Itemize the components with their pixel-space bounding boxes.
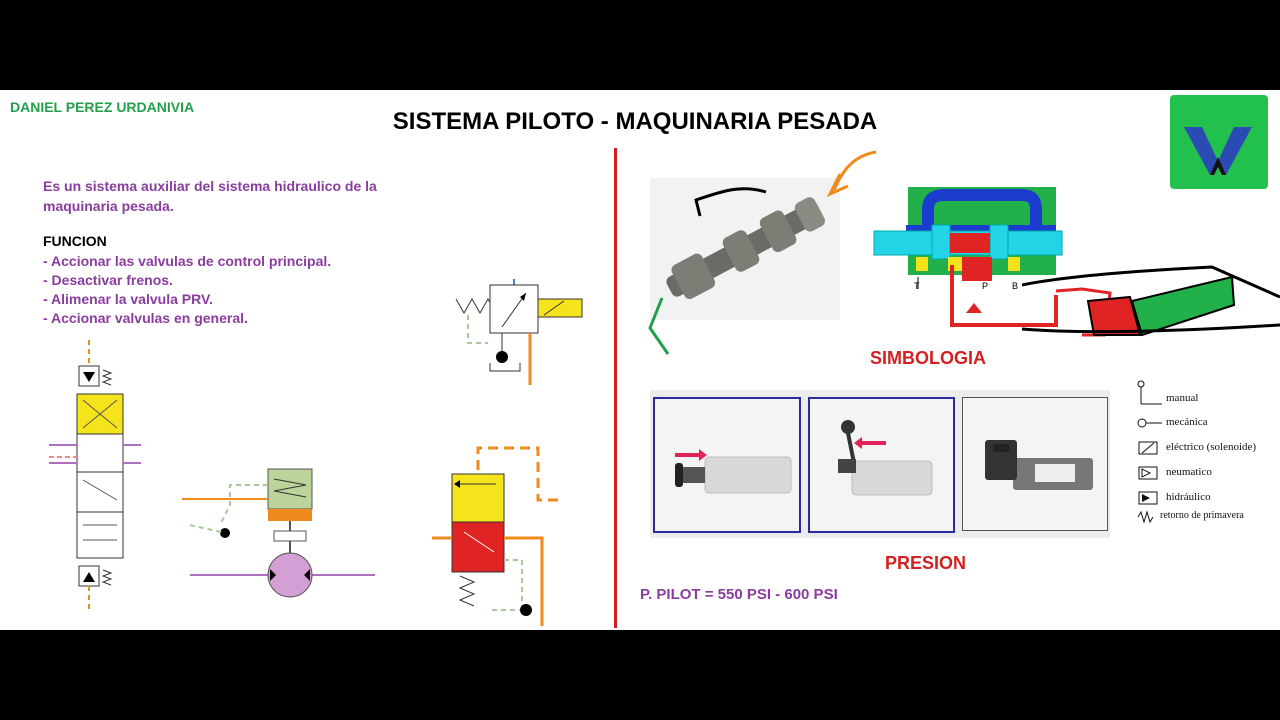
author-name: DANIEL PEREZ URDANIVIA — [10, 99, 195, 115]
solenoid-actuation-photo — [962, 397, 1108, 531]
legend-label: hidráulico — [1166, 491, 1211, 503]
brake-motor-symbol — [182, 468, 375, 598]
actuation-photos — [650, 390, 1110, 538]
legend-label: retorno de primavera — [1160, 510, 1244, 521]
manual-actuation-photo — [653, 397, 801, 533]
hydraulic-icon — [1138, 491, 1158, 505]
legend-row-mechanical: mecánica — [1136, 414, 1276, 432]
legend-row-hydraulic: hidráulico — [1136, 489, 1276, 507]
valve-cross-section: T P B — [873, 187, 1280, 337]
symbol-legend: manual mecánica eléctrico (solenoide) ne… — [1136, 380, 1276, 540]
pilot-pressure-value: P. PILOT = 550 PSI - 600 PSI — [640, 586, 838, 603]
logo-icon — [1184, 127, 1252, 175]
section-divider — [614, 148, 617, 628]
channel-logo[interactable] — [1170, 95, 1268, 189]
legend-row-manual: manual — [1136, 380, 1276, 405]
solenoid-valve-symbol — [455, 279, 583, 385]
funcion-item: - Accionar valvulas en general. — [43, 310, 248, 326]
legend-row-spring: retorno de primavera — [1136, 508, 1276, 526]
legend-row-solenoid: eléctrico (solenoide) — [1136, 439, 1276, 457]
funcion-item: - Alimenar la valvula PRV. — [43, 291, 213, 307]
legend-label: manual — [1166, 392, 1199, 404]
presion-heading: PRESION — [885, 553, 967, 573]
slide: DANIEL PEREZ URDANIVIA SISTEMA PILOTO - … — [0, 90, 1280, 630]
legend-row-pneumatic: neumatico — [1136, 464, 1276, 482]
pneumatic-icon — [1138, 466, 1158, 480]
simbologia-heading: SIMBOLOGIA — [870, 348, 986, 368]
funcion-item: - Accionar las valvulas de control princ… — [43, 253, 332, 269]
funcion-list: - Accionar las valvulas de control princ… — [43, 252, 331, 328]
port-t-label: T — [914, 281, 920, 291]
mechanical-actuation-photo — [808, 397, 955, 533]
intro-text: Es un sistema auxiliar del sistema hidra… — [43, 178, 377, 214]
solenoid-icon — [1138, 441, 1158, 455]
page-title: SISTEMA PILOTO - MAQUINARIA PESADA — [392, 108, 878, 135]
funcion-heading: FUNCION — [43, 233, 107, 249]
spring-return-icon — [1137, 510, 1154, 524]
mechanical-icon — [1137, 418, 1162, 428]
legend-label: eléctrico (solenoide) — [1166, 441, 1257, 453]
spool-annotations — [648, 150, 877, 355]
spool-photo — [650, 178, 840, 320]
legend-label: mecánica — [1166, 416, 1208, 428]
port-b-label: B — [1012, 281, 1018, 291]
funcion-item: - Desactivar frenos. — [43, 272, 173, 288]
port-p-label: P — [982, 281, 988, 291]
control-valve-symbol — [49, 340, 141, 610]
manual-icon — [1137, 380, 1162, 405]
prv-valve-symbol — [432, 446, 560, 626]
legend-label: neumatico — [1166, 466, 1212, 478]
